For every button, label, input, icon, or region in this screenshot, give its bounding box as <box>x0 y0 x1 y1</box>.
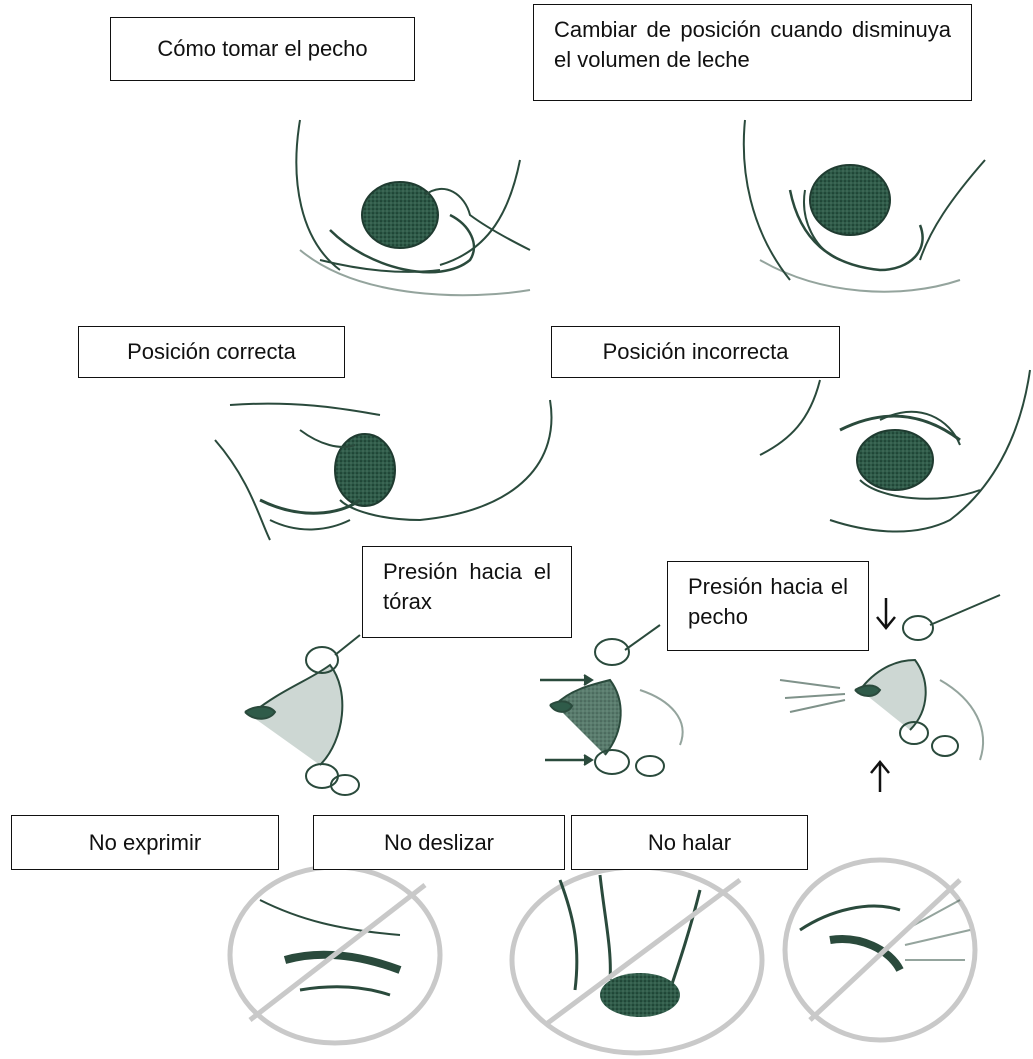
correct-position-illustration <box>215 400 551 540</box>
breast-hold-illustration-left <box>296 120 530 295</box>
up-arrow-icon <box>871 762 889 792</box>
no-pull-prohibition-icon <box>785 860 975 1040</box>
label-posicion-incorrecta: Posición incorrecta <box>551 326 840 378</box>
breast-hold-illustration-right <box>744 120 985 292</box>
label-no-deslizar: No deslizar <box>313 815 565 870</box>
incorrect-position-illustration <box>760 370 1030 532</box>
expression-step-2-illustration <box>540 625 683 776</box>
no-slide-prohibition-icon <box>512 867 762 1053</box>
label-como-tomar: Cómo tomar el pecho <box>110 17 415 81</box>
label-posicion-correcta: Posición correcta <box>78 326 345 378</box>
label-presion-torax: Presión hacia el tórax <box>362 546 572 638</box>
expression-step-1-illustration <box>245 635 360 795</box>
down-arrow-icon <box>877 598 895 628</box>
label-no-exprimir: No exprimir <box>11 815 279 870</box>
label-no-halar: No halar <box>571 815 808 870</box>
label-cambiar-posicion: Cambiar de posición cuando disminuya el … <box>533 4 972 101</box>
no-squeeze-prohibition-icon <box>230 867 440 1043</box>
label-presion-pecho: Presión hacia el pecho <box>667 561 869 651</box>
